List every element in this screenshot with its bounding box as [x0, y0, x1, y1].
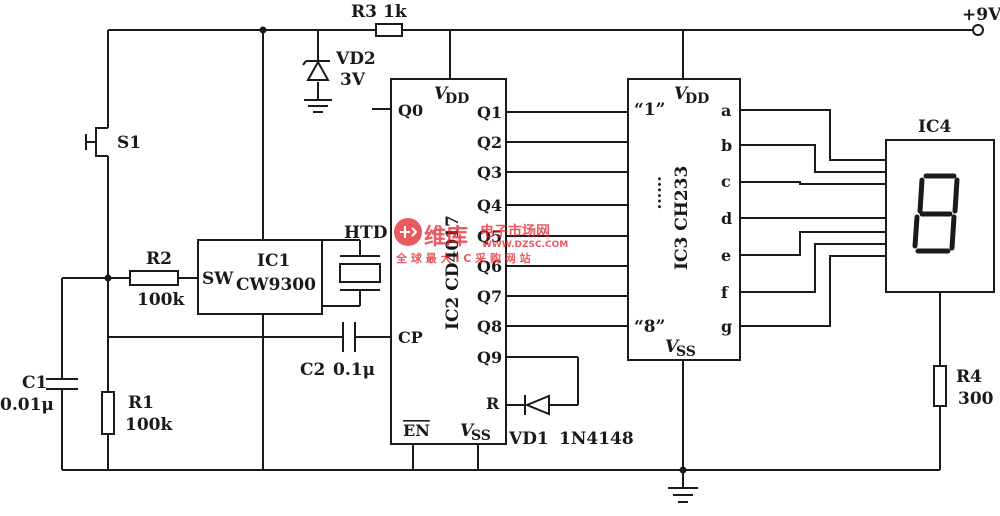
r3-value: 1k: [383, 2, 408, 22]
ic2-pin-q9: Q9: [477, 348, 502, 367]
ic3-chip: [627, 78, 741, 361]
seven-segment-digit-icon: [912, 173, 960, 254]
ic2-pin-q7: Q7: [477, 287, 502, 306]
switch-s1: [85, 127, 108, 157]
ic3-label: IC3 CH233: [672, 166, 692, 270]
ic2-pin-q6: Q6: [477, 257, 502, 276]
svg-text:V: V: [665, 337, 680, 357]
vd2-value: 3V: [340, 70, 366, 90]
svg-text:V: V: [460, 421, 475, 441]
watermark-slogan: 全 球 最 大 I C 采 购 网 站: [395, 251, 531, 265]
ic1-pin-sw: SW: [202, 269, 234, 289]
ic2-pin-q4: Q4: [477, 196, 502, 215]
ic2-pin-q1: Q1: [477, 103, 502, 122]
ic2-chip: [390, 78, 507, 445]
watermark-logo: 维库 电子市场网 WWW.DZSC.COM 全 球 最 大 I C 采 购 网 …: [394, 218, 568, 265]
ground-icon-main: [668, 487, 698, 503]
ic3-segment-pins: a b c d e f g: [721, 101, 732, 336]
ic2-pin-q8: Q8: [477, 317, 502, 336]
ic1-chip: [197, 239, 323, 315]
ic3-pin-e: e: [721, 246, 731, 265]
ic2-pin-vss: V SS: [460, 421, 491, 444]
c1-value: 0.01μ: [0, 395, 54, 415]
resistor-r3: [375, 23, 403, 37]
ic2-pin-vdd: V DD: [434, 84, 469, 107]
ic2-pin-q5: Q5: [477, 227, 502, 246]
ic3-pin-d: d: [721, 209, 732, 228]
c2-label: C2: [300, 360, 325, 380]
ic2-pin-r: R: [486, 394, 500, 413]
ic3-pin-vdd: V DD: [674, 84, 709, 107]
r1-value: 100k: [125, 415, 173, 435]
ic3-pin-vss: V SS: [665, 337, 696, 360]
ic3-pin-a: a: [721, 101, 731, 120]
ic2-outputs: Q1 Q2 Q3 Q4 Q5 Q6 Q7 Q8 Q9: [477, 103, 502, 367]
r2-value: 100k: [137, 290, 185, 310]
ground-icon-vd2: [304, 99, 332, 113]
resistor-r4: [933, 365, 947, 407]
ic2-pin-q0: Q0: [398, 101, 423, 120]
r1-label: R1: [128, 393, 154, 413]
ic2-pin-q2: Q2: [477, 133, 502, 152]
svg-text:DD: DD: [445, 91, 469, 107]
svg-text:DD: DD: [685, 91, 709, 107]
r3-label: R3: [351, 2, 377, 22]
ic2-pin-q3: Q3: [477, 163, 502, 182]
r2-label: R2: [146, 249, 172, 269]
c2-value: 0.1μ: [333, 360, 375, 380]
capacitor-c2: [342, 322, 356, 352]
supply-label: +9V: [962, 5, 1000, 25]
watermark-url: WWW.DZSC.COM: [482, 240, 568, 250]
junctions: [104, 26, 687, 474]
svg-text:V: V: [434, 84, 449, 104]
ic1-part: CW9300: [236, 275, 316, 295]
ic2-pin-cp: CP: [398, 328, 423, 347]
zener-diode-vd2: [302, 59, 330, 81]
vd2-label: VD2: [335, 49, 376, 69]
svg-text:SS: SS: [676, 344, 696, 360]
s1-label: S1: [117, 133, 141, 153]
capacitor-c1: [46, 378, 78, 390]
r4-label: R4: [956, 367, 982, 387]
vd1-label: VD1: [508, 429, 549, 449]
resistor-r2: [129, 270, 179, 286]
htd-buzzer: [339, 255, 381, 291]
r4-value: 300: [958, 389, 994, 409]
ic3-pin-c: c: [721, 172, 731, 191]
ic3-input-last: “8”: [634, 317, 665, 337]
ic3-pin-b: b: [721, 136, 732, 155]
ic2-pin-en: EN: [403, 421, 430, 440]
diode-vd1: [524, 394, 550, 416]
watermark-brand: 维库: [424, 224, 468, 250]
svg-text:SS: SS: [471, 428, 491, 444]
ic3-input-first: “1”: [634, 100, 665, 120]
ic2-label: IC2 CD4017: [443, 215, 463, 330]
c1-label: C1: [22, 373, 47, 393]
htd-label: HTD: [344, 223, 388, 243]
ic4-label: IC4: [918, 117, 951, 137]
resistor-r1: [101, 391, 115, 435]
svg-text:V: V: [674, 84, 689, 104]
ic1-label: IC1: [257, 251, 290, 271]
vd1-value: 1N4148: [559, 429, 634, 449]
ic3-pin-f: f: [721, 283, 729, 302]
ic3-dots: ······: [650, 176, 669, 209]
watermark-title: 电子市场网: [480, 223, 550, 240]
ic3-pin-g: g: [721, 317, 732, 336]
